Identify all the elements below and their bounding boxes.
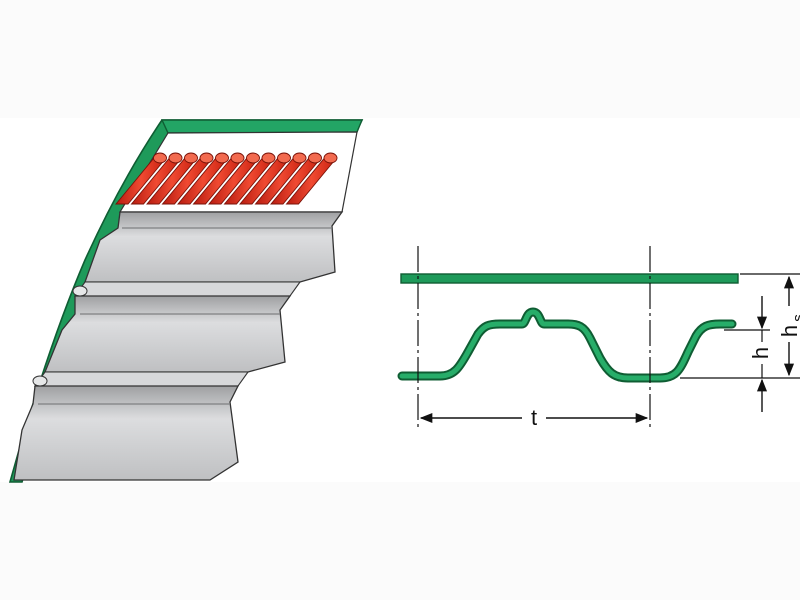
tension-cord-end [153,152,167,164]
tension-cord-end [308,152,322,164]
belt-tooth [13,385,240,481]
belt-backing-top [160,119,364,134]
tension-cord-end [261,152,276,164]
tooth-profile-drawing: t h h s [397,246,800,430]
tension-cords [115,152,338,205]
belt-tooth [84,211,344,283]
pitch-label: t [531,405,537,430]
belt-teeth [13,211,344,481]
tension-cord-end [184,152,198,164]
belt-groove [73,281,302,297]
total-height-subscript: s [790,314,800,322]
tooth-height-label: h [748,347,773,359]
tension-cord-end [230,152,245,164]
tension-cord-end [215,152,229,164]
belt-section-illustration [8,119,364,483]
belt-tooth [44,295,292,373]
tension-cord-end [323,152,338,164]
total-height-label: h [777,325,800,337]
belt-groove [33,371,250,387]
profile-backing [400,273,739,284]
tension-cord-end [292,152,307,164]
tension-cord-end [199,152,214,164]
tension-cord-end [168,152,183,164]
tension-cord-end [277,152,291,164]
tension-cord-end [246,152,260,164]
